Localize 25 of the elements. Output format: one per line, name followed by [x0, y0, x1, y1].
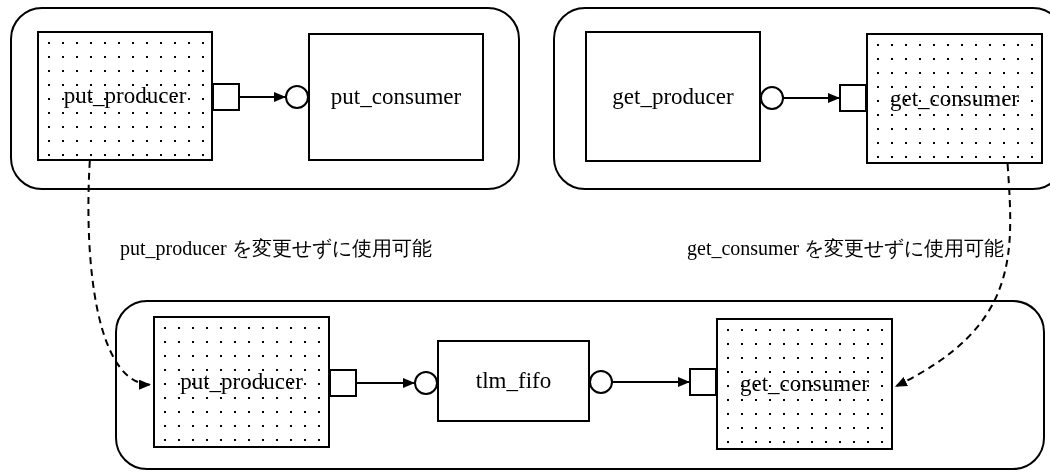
component-box — [585, 31, 761, 162]
port-arrow — [212, 83, 309, 111]
edge-label: put_producer を変更せずに使用可能 — [118, 235, 434, 262]
port-arrow — [760, 84, 867, 112]
dotted-component-box — [37, 31, 213, 161]
group-frame — [10, 7, 520, 190]
dotted-component-box — [866, 33, 1043, 164]
edge-label: get_consumer を変更せずに使用可能 — [685, 235, 1007, 262]
dotted-component-box — [153, 316, 330, 448]
box-label: get_consumer — [890, 85, 1019, 112]
box-label: put_producer — [63, 83, 187, 109]
dashed-arrow — [894, 163, 1012, 388]
group-frame — [115, 300, 1045, 470]
dotted-component-box — [716, 318, 893, 450]
box-label: get_producer — [612, 83, 734, 110]
dashed-arrow — [87, 160, 152, 388]
component-box — [308, 33, 484, 161]
box-label: get_consumer — [740, 371, 869, 397]
box-label: tlm_fifo — [475, 368, 552, 394]
group-frame — [553, 7, 1050, 190]
box-label: put_consumer — [330, 84, 462, 110]
port-arrow — [329, 369, 438, 397]
box-label: put_producer — [180, 369, 303, 395]
component-box — [437, 340, 590, 422]
port-arrow — [589, 368, 717, 396]
